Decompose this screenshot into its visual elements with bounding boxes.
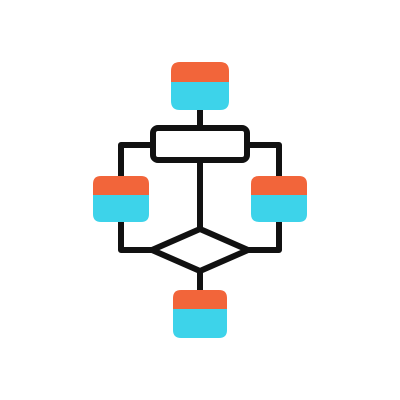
decision-diamond — [149, 226, 251, 274]
top-card-body — [171, 82, 229, 110]
connector-left-upper — [118, 142, 156, 179]
connector-left-lower — [118, 219, 155, 253]
connector-right-upper — [244, 142, 282, 179]
bottom-card — [173, 290, 227, 338]
right-card-header — [251, 176, 307, 195]
bottom-card-body — [173, 309, 227, 338]
top-card — [171, 62, 229, 110]
connector-lines — [118, 107, 282, 293]
left-card-body — [93, 195, 149, 222]
left-card-header — [93, 176, 149, 195]
right-card — [251, 176, 307, 222]
left-card — [93, 176, 149, 222]
right-card-body — [251, 195, 307, 222]
bottom-card-header — [173, 290, 227, 309]
process-box — [150, 125, 250, 163]
connector-right-lower — [245, 219, 282, 253]
top-card-header — [171, 62, 229, 82]
